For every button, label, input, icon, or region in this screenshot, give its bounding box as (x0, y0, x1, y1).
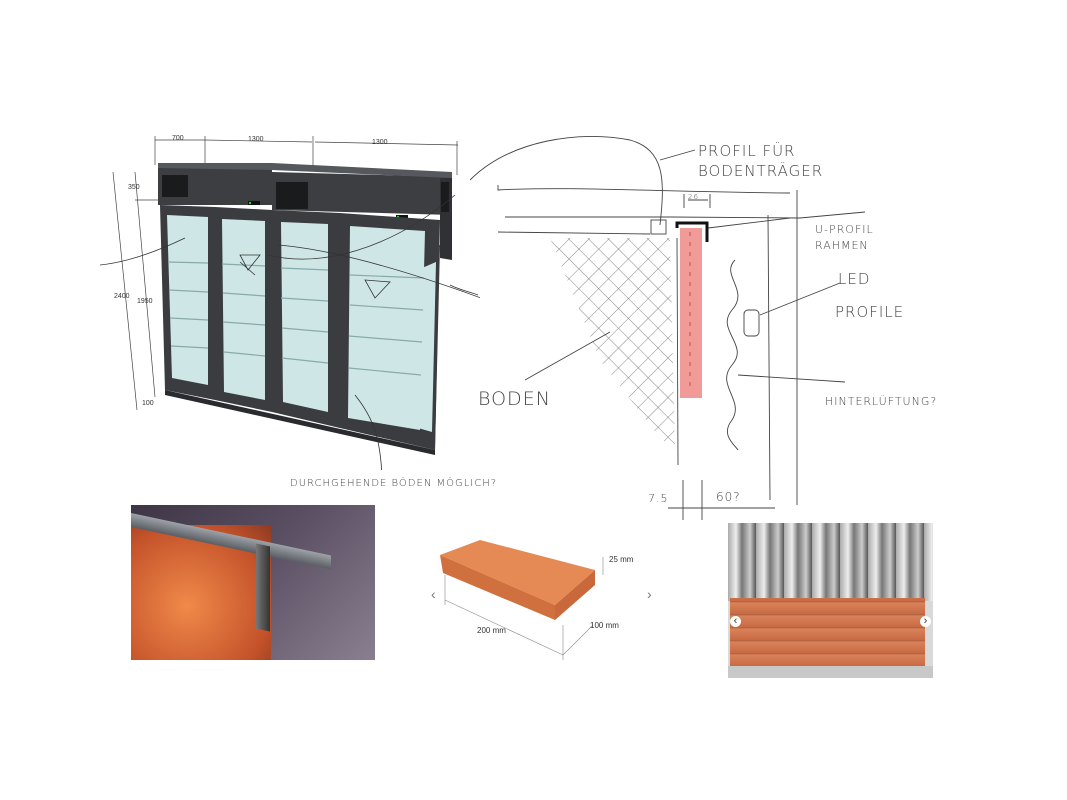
brick-dim-height: 25 mm (609, 555, 634, 564)
fridge-render: 700 1300 1300 350 2400 1950 100 (0, 0, 480, 470)
dim-width-unit-2: 1300 (372, 139, 388, 146)
dim-height-doors: 1950 (137, 298, 153, 305)
photo-salt-profile (131, 505, 375, 660)
brick-dim-length: 200 mm (477, 626, 506, 635)
label-profile-line1: PROFIL FÜR (698, 142, 796, 160)
sketch-drawing (470, 135, 866, 520)
brick-next-button[interactable]: › (647, 586, 652, 602)
dim-width-side: 700 (172, 135, 184, 142)
dim-profile: 26 (688, 193, 699, 201)
label-u-profile-line2: RAHMEN (815, 239, 869, 252)
wall-next-button[interactable]: › (920, 616, 931, 627)
dim-height-base: 100 (142, 400, 154, 407)
dim-left: 7.5 (648, 492, 669, 505)
photo-salt-wall: ‹ › (728, 523, 933, 678)
dim-width-unit-1: 1300 (248, 136, 264, 143)
dim-right: 60? (716, 490, 741, 504)
brick-dim-depth: 100 mm (590, 621, 619, 630)
wall-prev-button[interactable]: ‹ (730, 616, 741, 627)
fridge-drawing (99, 136, 480, 470)
label-u-profile-line1: U-PROFIL (815, 223, 874, 236)
section-sketch: PROFIL FÜR BODENTRÄGER 26 U-PROFIL RAHME… (470, 120, 970, 520)
label-floor: BODEN (478, 388, 551, 410)
salt-brick-product: 25 mm 200 mm 100 mm ‹ › (425, 530, 665, 665)
label-led-line2: PROFILE (835, 303, 905, 321)
salt-brick-drawing (440, 540, 604, 660)
question-continuous-shelves: DURCHGEHENDE BÖDEN MÖGLICH? (290, 478, 498, 489)
dim-height-total: 2400 (114, 293, 130, 300)
label-led-line1: LED (838, 270, 871, 288)
dim-height-top: 350 (128, 184, 140, 191)
label-ventilation: HINTERLÜFTUNG? (825, 395, 938, 408)
brick-prev-button[interactable]: ‹ (431, 586, 436, 602)
label-profile-line2: BODENTRÄGER (698, 162, 824, 180)
